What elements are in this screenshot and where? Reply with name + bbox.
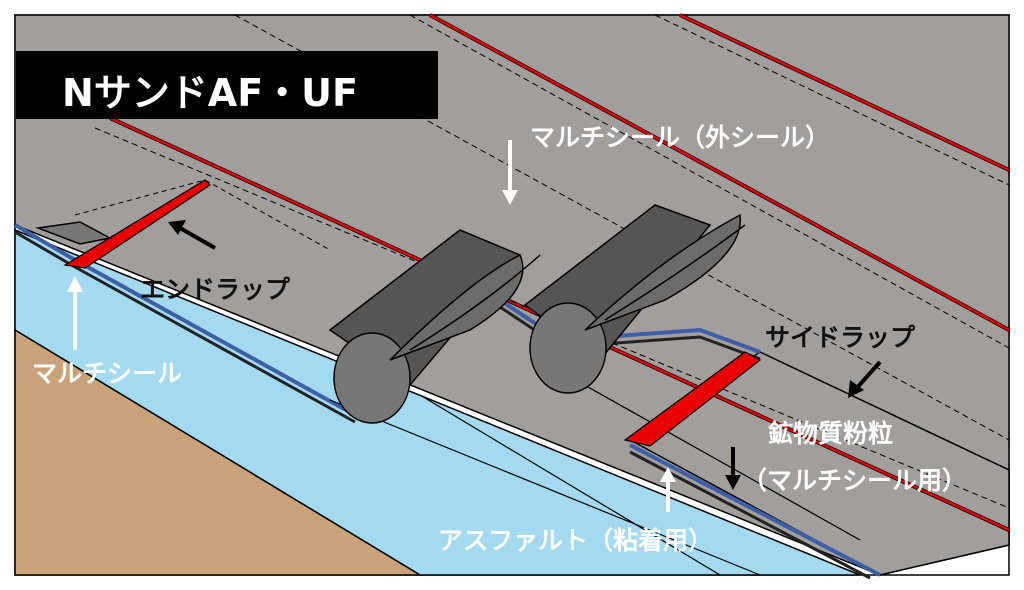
label-mineral-granules: 鉱物質粉粒 [768,419,894,448]
roll-1 [328,229,541,424]
label-multi-seal: マルチシール [32,359,183,388]
title-box [16,51,438,119]
side-lap-seal [623,351,762,447]
label-for-multi-seal: （マルチシール用） [742,466,968,495]
label-end-wrap: エンドラップ [140,275,291,304]
page-title: NサンドAF・UF [62,71,358,115]
asphalt-lines [329,359,861,576]
label-multi-seal-outer: マルチシール（外シール） [530,123,831,152]
label-asphalt-adhesive: アスファルト（粘着用） [438,526,714,555]
substrate [14,328,423,576]
end-lap-seal [63,179,211,269]
label-side-wrap: サイドラップ [765,323,916,352]
roll-2 [523,204,746,394]
peeled-corner [35,221,113,245]
arrows [67,140,882,512]
